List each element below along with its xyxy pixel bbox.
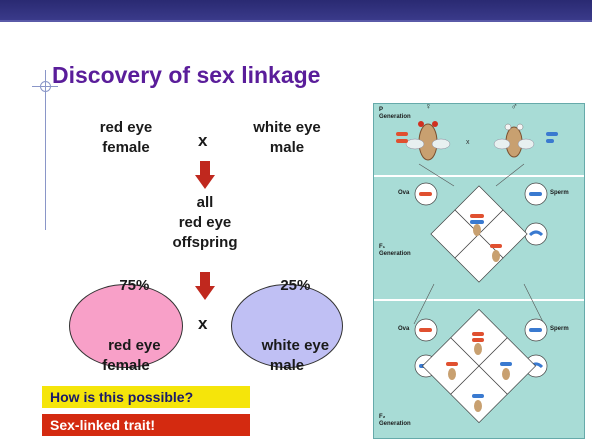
f2-male-percent: 25%: [280, 277, 311, 294]
title-bar: [0, 0, 592, 20]
ova-label-f2: Ova: [398, 326, 410, 332]
genetic-cross-diagram: x: [373, 101, 585, 439]
title-bar-divider: [0, 20, 592, 22]
parent-female-label: red eye female: [99, 119, 153, 156]
decor-circle: [40, 81, 51, 92]
f2-female-circle: 75% red eye female: [69, 277, 183, 374]
decor-vertical-line: [45, 70, 46, 230]
parent-cross-symbol: x: [198, 131, 208, 150]
sperm-label-f2: Sperm: [550, 326, 569, 332]
question-banner: How is this possible?: [42, 386, 250, 408]
parent-male-label: white eye male: [253, 119, 321, 156]
f2-female-percent: 75%: [119, 277, 150, 294]
f1-generation-label: F₁ Generation: [379, 244, 411, 257]
f2-male-label: white eye male: [261, 337, 330, 374]
f2-cross-symbol: x: [198, 314, 208, 333]
f2-female-label: red eye female: [102, 337, 161, 374]
answer-banner: Sex-linked trait!: [42, 414, 250, 436]
p-generation-label: P Generation: [379, 107, 411, 120]
arrow-down-icon: [195, 161, 215, 189]
slide-title: Discovery of sex linkage: [52, 62, 321, 88]
sperm-label: Sperm: [550, 190, 569, 196]
female-symbol-icon: ♀: [425, 101, 432, 111]
arrow-down-icon: [195, 272, 215, 300]
male-symbol-icon: ♂: [511, 101, 518, 111]
ova-label: Ova: [398, 190, 410, 196]
f2-male-circle: 25% white eye male: [231, 277, 343, 374]
svg-text:x: x: [466, 139, 470, 146]
f1-offspring-label: all red eye offspring: [172, 194, 238, 251]
f2-generation-label: F₂ Generation: [379, 414, 411, 427]
